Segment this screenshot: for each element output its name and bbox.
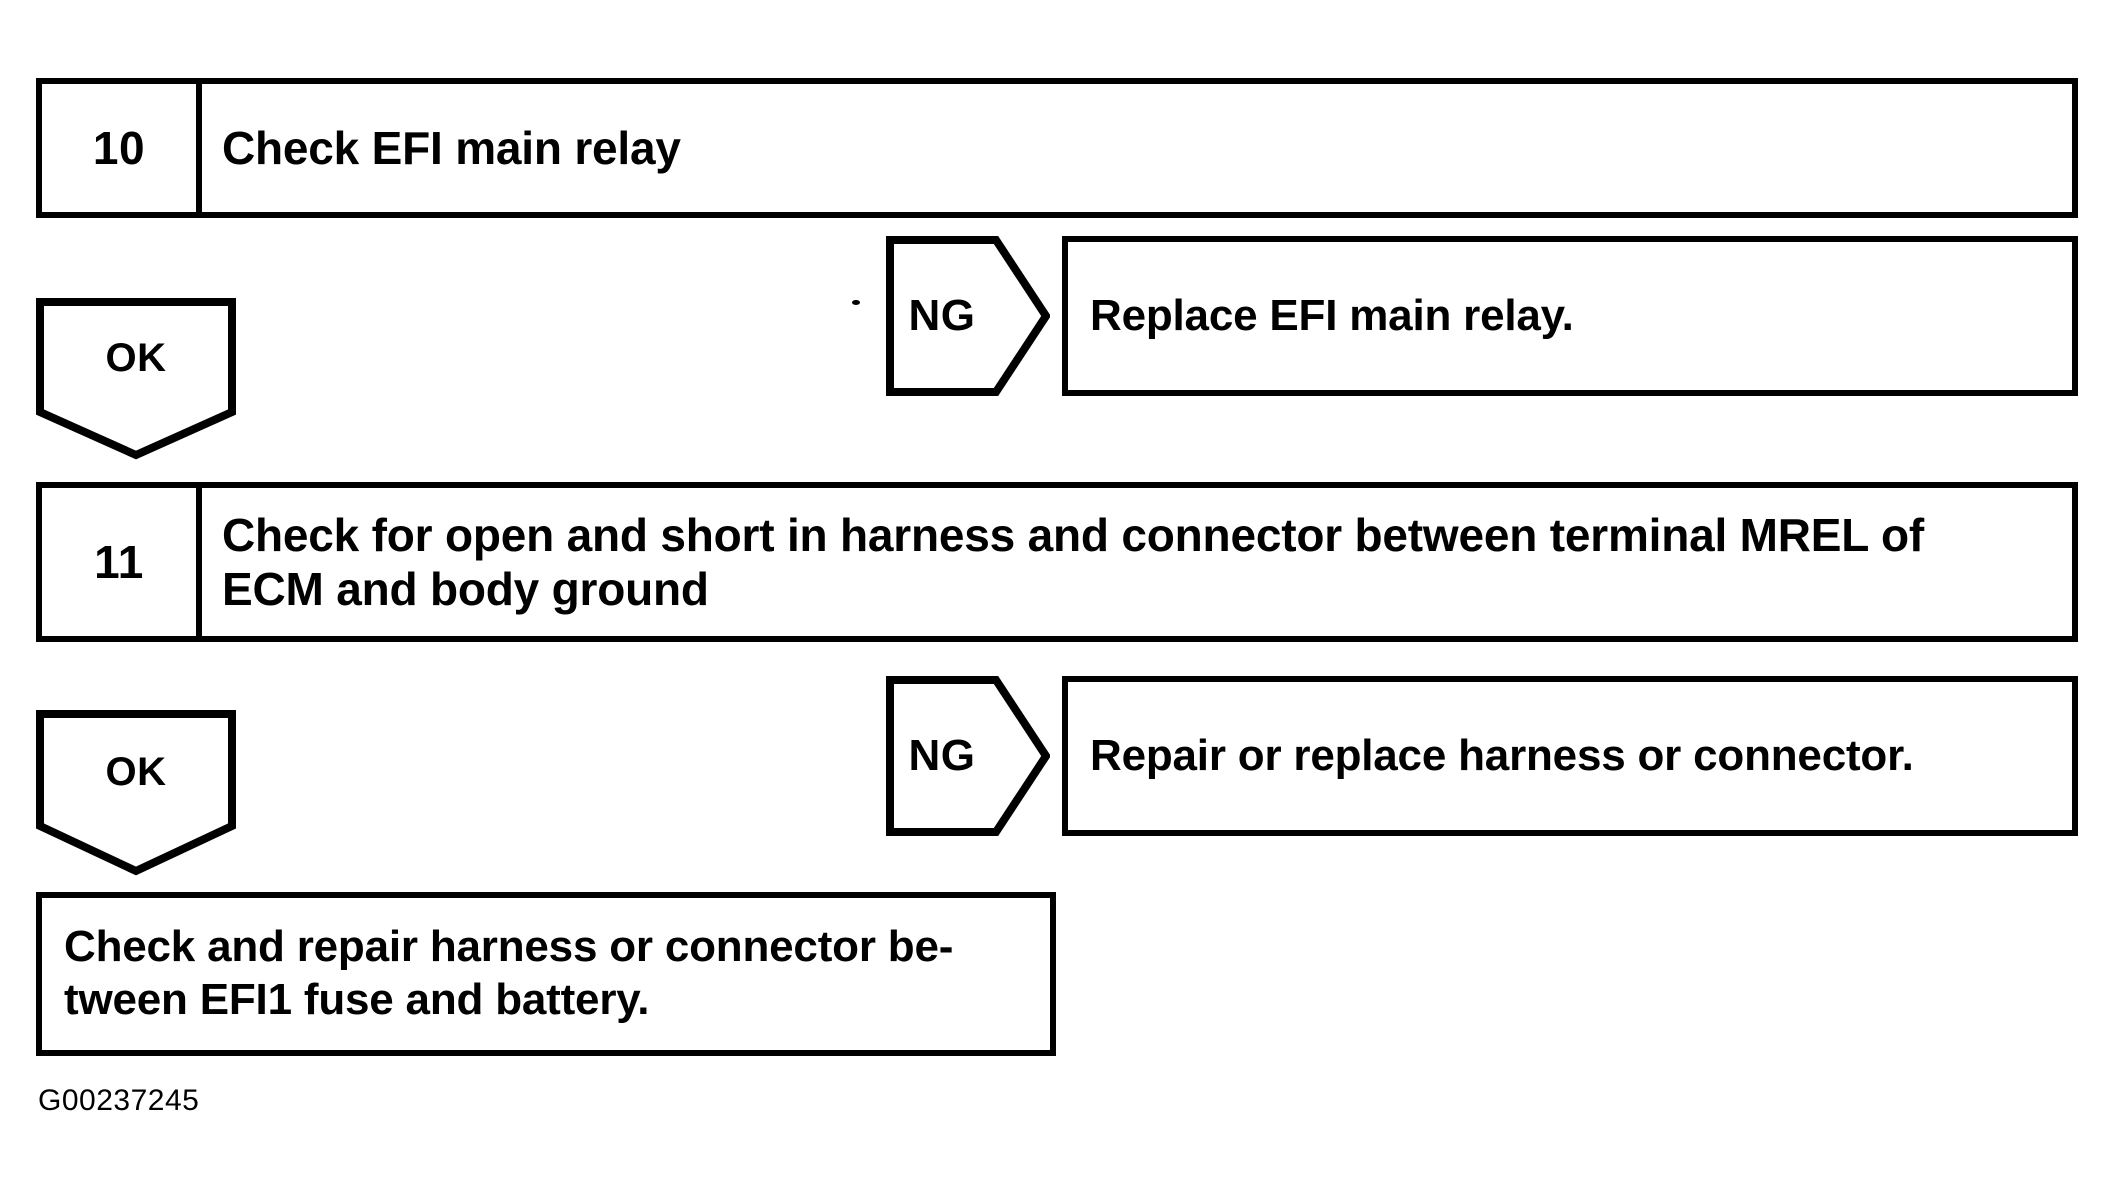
ok-arrow-2-label: OK (105, 750, 167, 794)
step-box-11: 11 Check for open and short in harness a… (36, 482, 2078, 642)
ng-result-text-1: Replace EFI main relay. (1090, 290, 1574, 340)
ok-arrow-1: OK (36, 298, 236, 460)
ng-arrow-2-label: NG (908, 731, 976, 780)
step-number-10: 10 (42, 84, 202, 212)
ng-result-text-2: Repair or replace harness or connector. (1090, 730, 1914, 780)
ng-arrow-2: NG (886, 676, 1050, 836)
ok-arrow-1-shape (36, 298, 236, 460)
step-title-10: Check EFI main relay (222, 121, 681, 174)
ng-result-box-2: Repair or replace harness or connector. (1062, 676, 2078, 836)
scan-speck (852, 300, 860, 305)
ok-arrow-2-shape (36, 710, 236, 876)
final-action-box: Check and repair harness or connector be… (36, 892, 1056, 1056)
ng-arrow-2-shape (886, 676, 1050, 836)
ok-arrow-1-label: OK (105, 336, 167, 380)
ng-arrow-1: NG (886, 236, 1050, 396)
ok-arrow-2: OK (36, 710, 236, 876)
ng-arrow-1-shape (886, 236, 1050, 396)
step-box-10: 10 Check EFI main relay (36, 78, 2078, 218)
step-title-11-line1: Check for open and short in harness and … (222, 508, 1924, 561)
final-action-line2: tween EFI1 fuse and battery. (64, 975, 650, 1024)
final-action-line1: Check and repair harness or connector be… (64, 922, 954, 972)
step-title-11-line2: ECM and body ground (222, 563, 709, 615)
figure-id-label: G00237245 (38, 1084, 200, 1117)
step-title-11: Check for open and short in harness and … (202, 488, 2072, 636)
ng-arrow-1-label: NG (908, 291, 976, 340)
ng-result-box-1: Replace EFI main relay. (1062, 236, 2078, 396)
step-number-11: 11 (42, 488, 202, 636)
